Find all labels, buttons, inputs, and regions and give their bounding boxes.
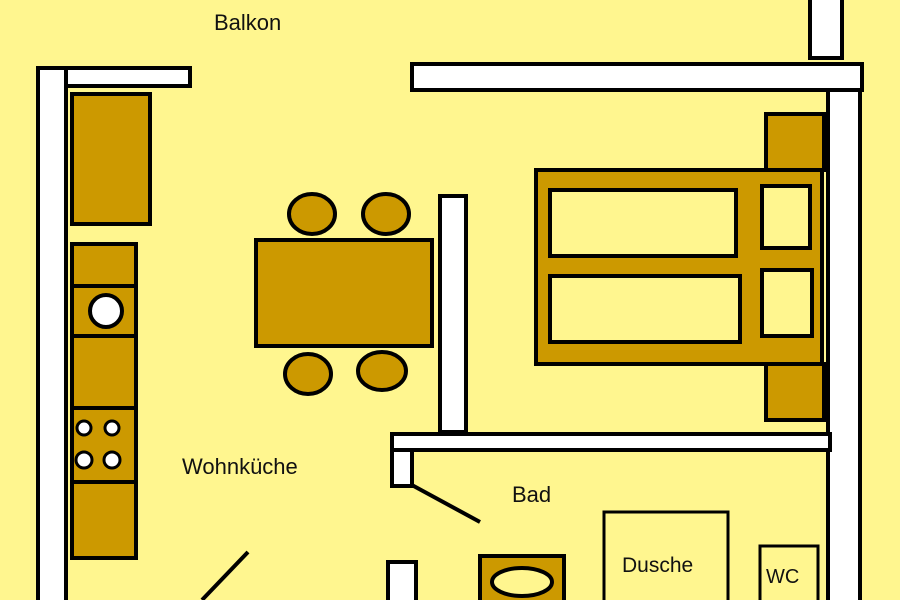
dining-chair [361,192,411,236]
bed-set [534,112,826,422]
wall-right-outer [826,88,862,600]
kitchen-living-label: Wohnküche [182,454,298,479]
cabinet-upper [70,242,138,288]
wall-top-right [410,62,864,92]
dining-set [254,192,434,396]
nightstand [764,362,826,422]
cabinet-top [70,92,152,226]
bath-door-leaf [409,482,481,524]
toilet-area [758,544,820,600]
dining-chair [283,352,333,396]
sink-icon [88,293,124,329]
bed-blanket [548,274,742,344]
wall-bath-top [390,432,832,452]
bed-pillow [760,268,814,338]
dining-table [254,238,434,348]
wall-bath-jamb [390,448,414,488]
wall-top-stub [808,0,844,60]
bathroom-fixtures [478,510,820,600]
stove-cabinet [70,406,138,484]
walls [36,0,864,600]
dining-chair [356,350,408,392]
nightstand [764,112,826,172]
burner-icon [103,419,121,437]
burner-icon [102,450,122,470]
balcony-label: Balkon [214,10,282,35]
wall-bath-left-bottom [386,560,418,600]
entrance-door-leaf [200,550,250,600]
kitchen-counter [70,92,152,560]
wall-top-left [64,66,192,88]
wall-kitchen-bedroom [438,194,468,434]
washbasin-icon [490,566,554,598]
toilet-label: WC [766,566,800,588]
kitchen-appliances [74,293,124,470]
cabinet-lower [70,480,138,560]
shower-label: Dusche [622,554,694,577]
wall-left-outer [36,66,68,600]
cabinet-middle [70,334,138,410]
burner-icon [74,450,94,470]
bed-blanket [548,188,738,258]
door-swings [200,482,481,600]
bed-pillow [760,184,812,250]
bathroom-label: Bad [512,482,552,507]
burner-icon [75,419,93,437]
shower-area [602,510,730,600]
dining-chair [287,192,337,236]
